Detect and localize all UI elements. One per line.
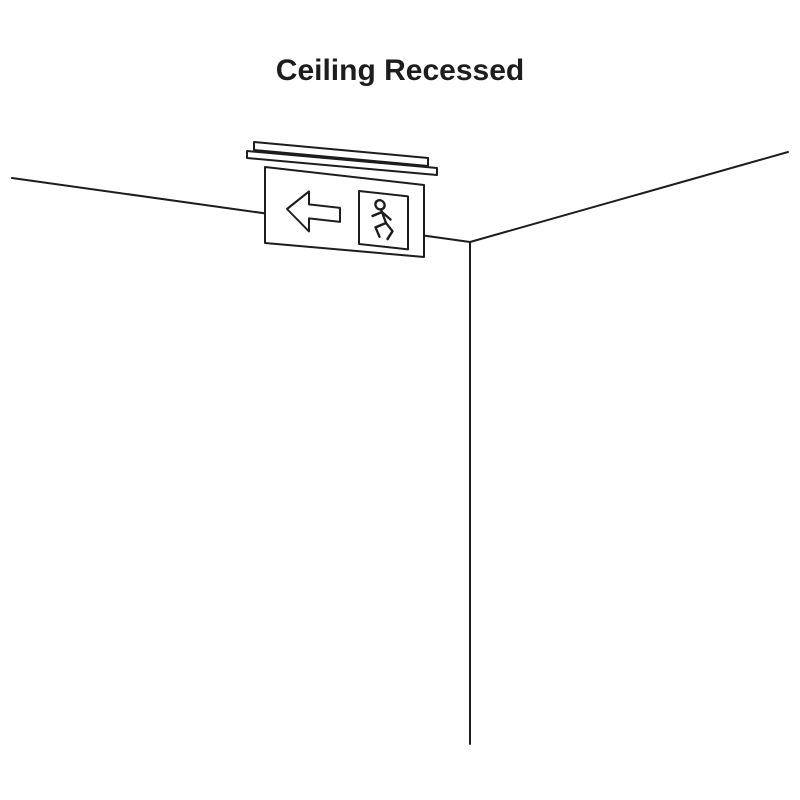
diagram-title: Ceiling Recessed bbox=[275, 54, 525, 87]
running-man-leg-back bbox=[384, 221, 394, 241]
running-man-icon bbox=[358, 189, 409, 251]
recessed-mount-slot bbox=[253, 141, 429, 167]
left-arrow-shape bbox=[286, 190, 341, 233]
recessed-mount-flange bbox=[246, 150, 438, 176]
running-man-leg-front bbox=[374, 221, 388, 238]
recessed-mount-trim bbox=[246, 141, 438, 176]
ceiling-edge-right bbox=[469, 151, 789, 243]
running-man-arm-front bbox=[371, 210, 384, 218]
left-arrow-icon bbox=[286, 190, 341, 233]
door-frame bbox=[358, 189, 409, 251]
running-man-arm-back bbox=[380, 210, 392, 221]
exit-sign bbox=[246, 141, 438, 258]
